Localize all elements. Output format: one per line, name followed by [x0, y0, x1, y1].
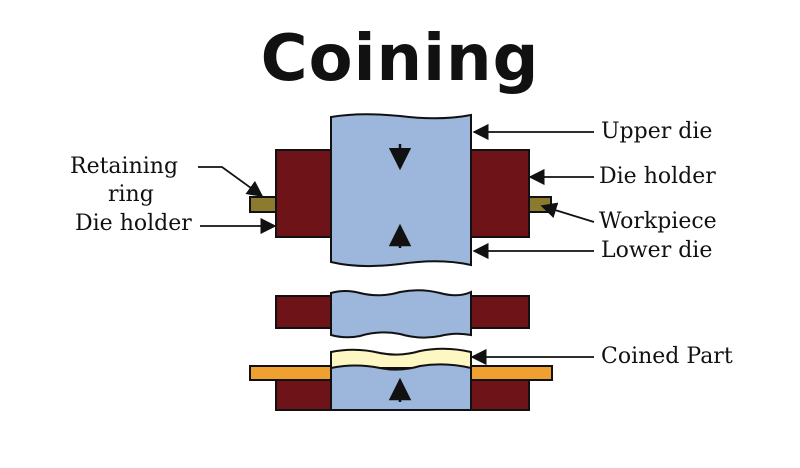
- label-retaining-ring-line1: Retaining: [70, 154, 179, 179]
- diagram-title: Coining: [260, 22, 540, 96]
- die-holder-left: [275, 149, 332, 238]
- die-holder-middle-left: [275, 295, 332, 329]
- die-middle: [330, 289, 472, 339]
- label-upper-die: Upper die: [601, 119, 713, 144]
- label-coined-part: Coined Part: [601, 344, 733, 369]
- die-holder-middle-right: [470, 295, 530, 329]
- retaining-ring-left: [249, 196, 277, 213]
- retaining-ring-right: [528, 196, 552, 213]
- die-holder-right: [470, 149, 530, 238]
- leader-workpiece: [540, 202, 595, 223]
- label-retaining-ring-line2: ring: [108, 182, 154, 207]
- label-lower-die: Lower die: [601, 238, 713, 263]
- coined-part: [330, 347, 472, 369]
- label-die-holder-right: Die holder: [599, 164, 716, 189]
- upper-lower-die: [330, 113, 472, 268]
- label-die-holder-left: Die holder: [75, 211, 192, 236]
- die-holder-bottom-right: [470, 377, 530, 411]
- label-workpiece: Workpiece: [599, 209, 717, 234]
- die-holder-bottom-left: [275, 377, 332, 411]
- leader-retaining-ring: [198, 166, 264, 197]
